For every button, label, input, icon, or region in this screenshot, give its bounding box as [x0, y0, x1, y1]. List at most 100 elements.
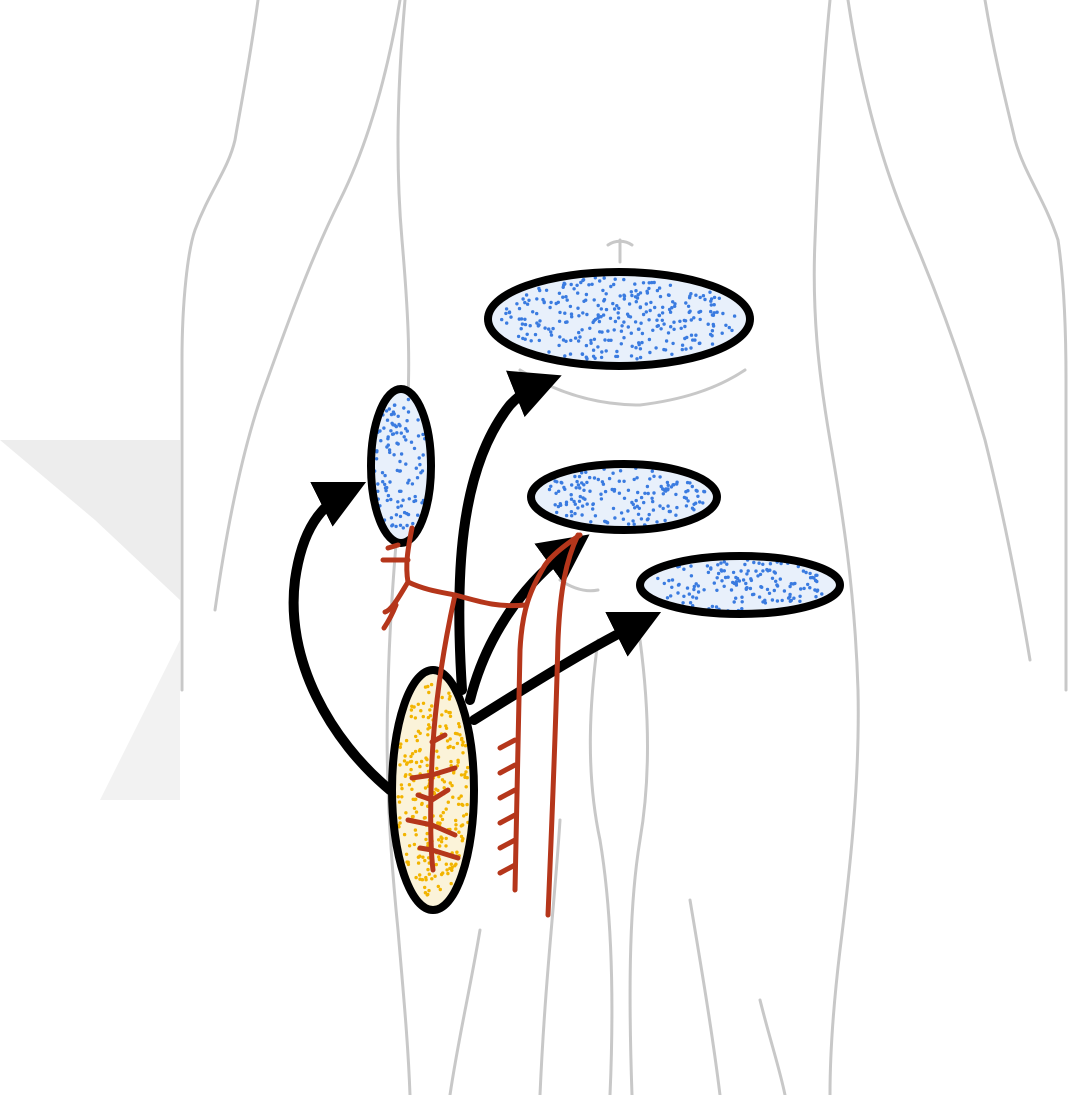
stipple-dot [408, 783, 411, 786]
stipple-dot [646, 485, 649, 488]
stipple-dot [416, 476, 419, 479]
stipple-dot [619, 469, 622, 472]
stipple-dot [411, 815, 414, 818]
stipple-dot [747, 569, 750, 572]
stipple-dot [596, 345, 599, 348]
stipple-dot [385, 486, 388, 489]
stipple-dot [424, 878, 427, 881]
stipple-dot [591, 503, 594, 506]
stipple-dot [424, 891, 427, 894]
stipple-dot [613, 516, 616, 519]
stipple-dot [399, 524, 402, 527]
stipple-dot [717, 572, 720, 575]
stipple-dot [445, 807, 448, 810]
stipple-dot [449, 715, 452, 718]
stipple-dot [789, 600, 792, 603]
stipple-dot [779, 577, 782, 580]
stipple-dot [446, 739, 449, 742]
stipple-dot [400, 452, 403, 455]
stipple-dot [622, 518, 625, 521]
stipple-dot [576, 307, 579, 310]
stipple-dot [423, 859, 426, 862]
stipple-dot [565, 514, 568, 517]
stipple-dot [520, 317, 523, 320]
stipple-dot [393, 403, 396, 406]
stipple-dot [773, 589, 776, 592]
stipple-dot [403, 435, 406, 438]
stipple-dot [576, 506, 579, 509]
stipple-dot [427, 723, 430, 726]
stipple-dot [604, 490, 607, 493]
stipple-dot [731, 581, 734, 584]
stipple-dot [457, 722, 460, 725]
stipple-dot [652, 475, 655, 478]
stipple-dot [630, 294, 633, 297]
stipple-dot [601, 289, 604, 292]
stipple-dot [798, 600, 801, 603]
stipple-dot [738, 579, 741, 582]
stipple-dot [664, 489, 667, 492]
stipple-dot [598, 330, 601, 333]
stipple-dot [672, 328, 675, 331]
stipple-dot [405, 419, 408, 422]
stipple-dot [570, 510, 573, 513]
stipple-dot [699, 296, 702, 299]
stipple-dot [419, 732, 422, 735]
stipple-dot [566, 298, 569, 301]
stipple-dot [449, 760, 452, 763]
stipple-dot [815, 589, 818, 592]
stipple-dot [446, 872, 449, 875]
stipple-dot [577, 483, 580, 486]
stipple-dot [715, 589, 718, 592]
stipple-dot [669, 311, 672, 314]
stipple-dot [769, 562, 772, 565]
stipple-dot [652, 508, 655, 511]
recipient-site-upper-left [371, 389, 431, 543]
stipple-dot [578, 335, 581, 338]
stipple-dot [400, 787, 403, 790]
stipple-dot [685, 336, 688, 339]
stipple-dot [783, 589, 786, 592]
stipple-dot [688, 310, 691, 313]
navel [608, 240, 632, 262]
stipple-dot [672, 483, 675, 486]
stipple-dot [674, 493, 677, 496]
stipple-dot [715, 311, 718, 314]
stipple-dot [465, 785, 468, 788]
stipple-dot [768, 592, 771, 595]
stipple-dot [404, 462, 407, 465]
stipple-dot [406, 761, 409, 764]
stipple-dot [798, 595, 801, 598]
stipple-dot [689, 292, 692, 295]
stipple-dot [587, 283, 590, 286]
stipple-dot [398, 490, 401, 493]
vessel-branch-horizontal [408, 582, 525, 606]
stipple-dot [407, 513, 410, 516]
stipple-dot [547, 327, 550, 330]
stipple-dot [650, 497, 653, 500]
stipple-dot [667, 484, 670, 487]
stipple-dot [416, 514, 419, 517]
stipple-dot [398, 469, 401, 472]
stipple-dot [578, 486, 581, 489]
stipple-dot [661, 487, 664, 490]
stipple-dot [563, 354, 566, 357]
stipple-dot [461, 751, 464, 754]
stipple-dot [396, 506, 399, 509]
stipple-dot [585, 481, 588, 484]
stipple-dot [441, 818, 444, 821]
stipple-dot [457, 797, 460, 800]
stipple-dot [643, 492, 646, 495]
stipple-dot [596, 316, 599, 319]
stipple-dot [397, 415, 400, 418]
stipple-dot [588, 476, 591, 479]
stipple-dot [686, 481, 689, 484]
stipple-dot [523, 318, 526, 321]
stipple-dot [611, 472, 614, 475]
stipple-dot [583, 498, 586, 501]
stipple-dot [413, 843, 416, 846]
stipple-dot [685, 504, 688, 507]
stipple-dot [656, 325, 659, 328]
stipple-dot [529, 324, 532, 327]
stipple-dot [550, 333, 553, 336]
